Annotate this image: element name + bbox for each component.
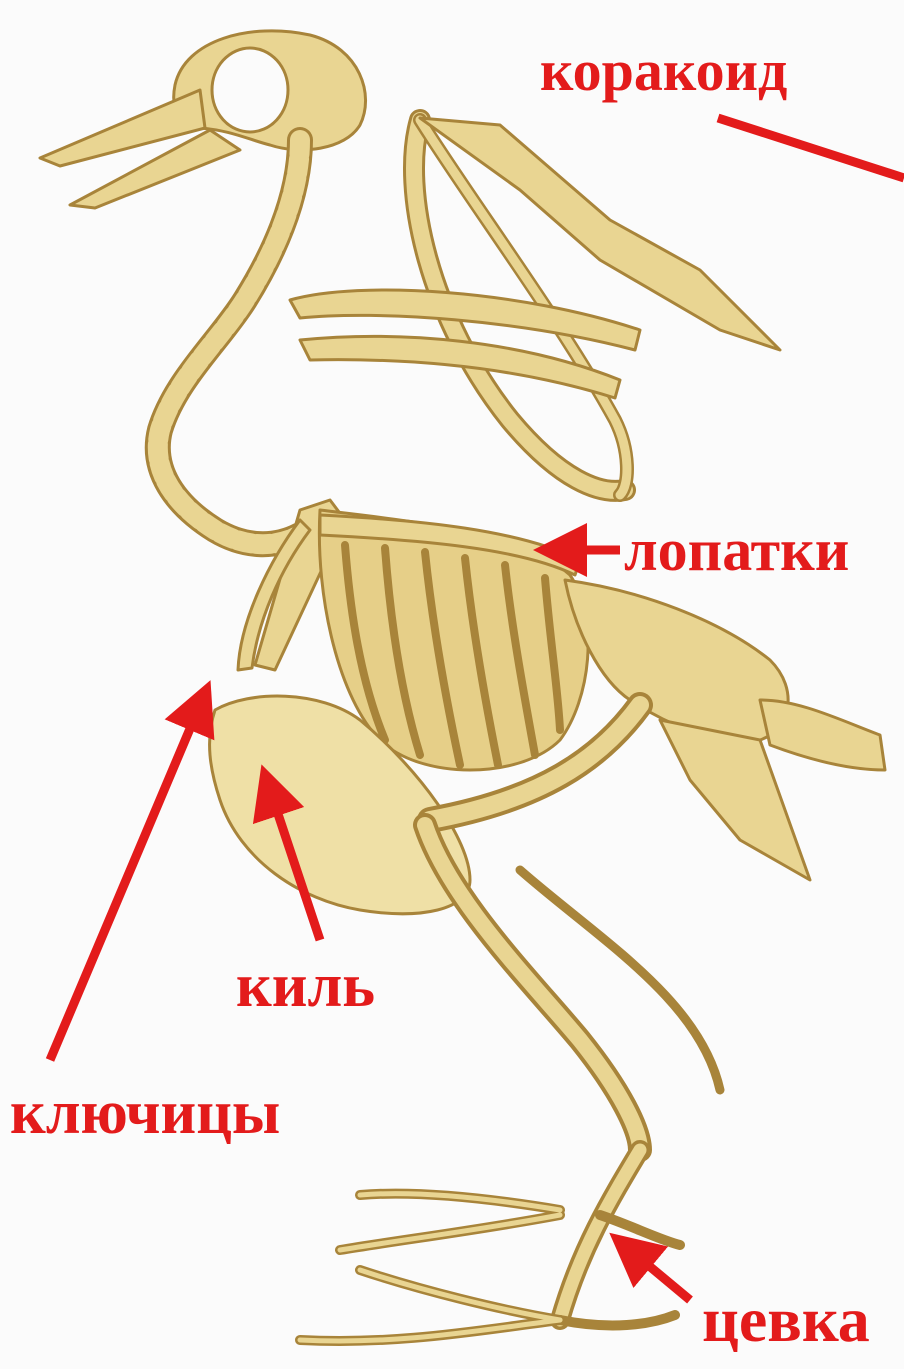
label-klyuchitsy: ключицы xyxy=(10,1082,280,1144)
label-korakoid: коракоид xyxy=(540,42,787,100)
toes xyxy=(300,1194,680,1341)
klyuchitsy-arrow xyxy=(50,705,200,1060)
tail-vertebrae xyxy=(760,700,885,770)
label-kil: киль xyxy=(236,955,375,1017)
label-tsevka: цевка xyxy=(702,1288,870,1352)
korakoid-pointer-line xyxy=(718,118,904,178)
label-lopatki: лопатки xyxy=(624,520,849,580)
eye-orbit xyxy=(212,48,288,132)
fibula xyxy=(520,870,720,1090)
pelvis xyxy=(565,580,788,742)
tsevka-arrow xyxy=(630,1250,690,1300)
